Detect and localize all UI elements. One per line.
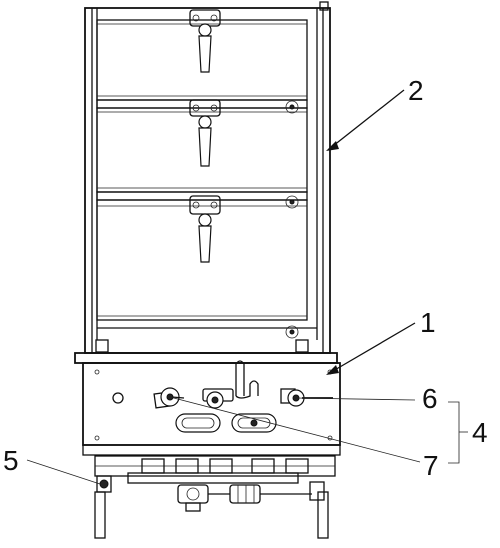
label-7: 7 xyxy=(423,450,439,481)
label-1: 1 xyxy=(420,307,436,338)
arrowhead-1 xyxy=(326,365,339,375)
gas-supply-pipe-bend xyxy=(235,380,259,399)
latch-pivot xyxy=(198,115,212,129)
steam-port-icon xyxy=(285,100,299,114)
leader-5 xyxy=(26,459,101,485)
gas-valve-center xyxy=(202,388,234,409)
steamer-door-bottom xyxy=(96,195,308,339)
gas-valve-right xyxy=(280,388,333,407)
corner-bracket-right xyxy=(295,339,309,353)
gas-supply-pipe xyxy=(235,360,245,396)
steam-port-icon xyxy=(285,325,299,339)
inlet-elbow xyxy=(309,481,325,501)
steam-port-icon xyxy=(285,195,299,209)
latch-handle xyxy=(198,225,212,263)
flame-window-left xyxy=(175,413,221,433)
leg-front-right xyxy=(317,491,329,539)
steamer-door-top xyxy=(96,9,308,101)
steamer-door-middle xyxy=(96,99,308,193)
base-housing xyxy=(74,352,341,456)
label-5: 5 xyxy=(3,445,19,476)
base-bottom-strip xyxy=(82,444,341,456)
gas-valve-left xyxy=(153,387,185,409)
shelf-divider-1 xyxy=(96,99,308,109)
corner-bracket-left xyxy=(95,339,109,353)
latch-pivot xyxy=(198,213,212,227)
latch-handle xyxy=(198,35,212,73)
leader-1 xyxy=(332,322,416,372)
leader-2 xyxy=(332,89,405,147)
ignition-hole-icon xyxy=(112,392,124,404)
gas-inlet-coupler xyxy=(229,484,261,504)
latch-pivot xyxy=(198,23,212,37)
leader-6 xyxy=(295,397,416,401)
leader-7 xyxy=(169,396,421,463)
leg-front-left xyxy=(94,491,106,539)
label-6: 6 xyxy=(422,383,438,414)
burner-assembly xyxy=(94,455,336,512)
upper-cabinet xyxy=(84,1,331,354)
latch-handle xyxy=(198,127,212,167)
label-4: 4 xyxy=(472,417,488,448)
callouts: 2 1 6 7 4 5 xyxy=(3,75,488,485)
manifold-pipe xyxy=(127,472,299,484)
label-2: 2 xyxy=(408,75,424,106)
arrowhead-2 xyxy=(326,141,339,151)
top-vent-cap xyxy=(319,1,329,11)
latch-bracket xyxy=(189,195,221,215)
bracket-4 xyxy=(448,401,460,464)
base-top-rim xyxy=(74,352,338,364)
door-panel xyxy=(96,199,308,321)
